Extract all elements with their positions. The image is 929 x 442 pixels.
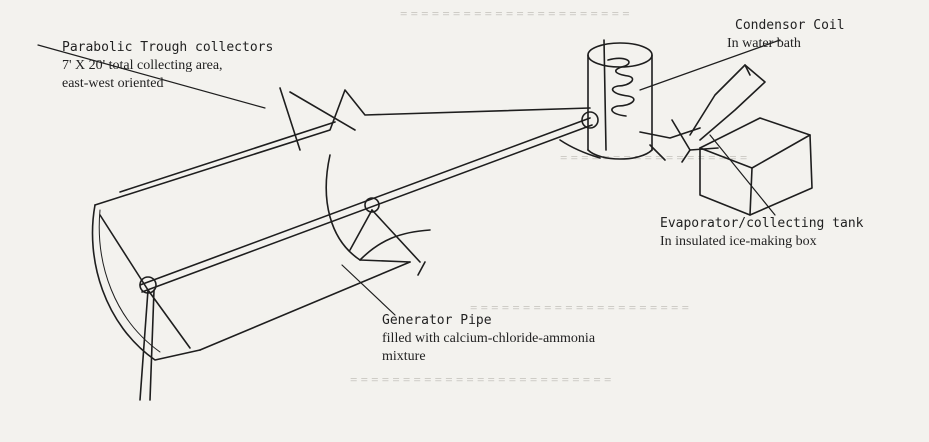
label-generator-mixture-2: mixture xyxy=(382,349,426,364)
condensor-bath-shape xyxy=(559,39,653,160)
evaporator-box-shape xyxy=(639,64,813,216)
parabolic-trough-shape xyxy=(91,87,591,361)
support-legs xyxy=(99,209,426,401)
label-parabolic-trough: Parabolic Trough collectors xyxy=(62,40,274,55)
label-evaporator-tank: Evaporator/collecting tank xyxy=(660,216,864,231)
label-condensor-bath: In water bath xyxy=(727,36,801,51)
leader-lines xyxy=(37,39,781,316)
generator-pipe-shape xyxy=(139,111,599,294)
label-condensor-coil: Condensor Coil xyxy=(735,18,845,33)
label-evaporator-box: In insulated ice-making box xyxy=(660,234,817,249)
label-trough-area: 7' X 20' total collecting area, xyxy=(62,58,223,73)
label-generator-mixture: filled with calcium-chloride-ammonia xyxy=(382,331,596,346)
label-trough-orientation: east-west oriented xyxy=(62,76,164,91)
label-generator-pipe: Generator Pipe xyxy=(382,313,492,328)
